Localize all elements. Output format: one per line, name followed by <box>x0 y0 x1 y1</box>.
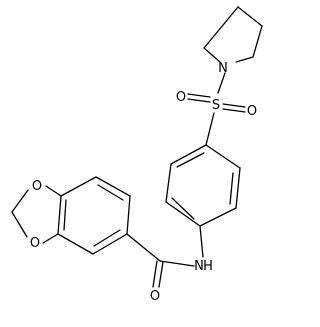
bond <box>203 47 221 63</box>
atom-s-sulfonyl: S <box>212 98 220 113</box>
bond <box>217 72 226 94</box>
bond <box>63 199 67 231</box>
bond <box>199 207 237 227</box>
atom-h-amide: H <box>203 259 213 274</box>
bond <box>159 260 195 267</box>
bond <box>158 261 164 288</box>
bond <box>176 152 205 168</box>
bond <box>237 6 263 27</box>
bond <box>152 260 158 288</box>
bond <box>60 176 97 197</box>
atom-labels: N S O O N H O O O <box>30 61 257 304</box>
atom-o-carbonyl: O <box>150 289 160 304</box>
bond <box>45 185 62 197</box>
bond <box>205 112 215 146</box>
bond <box>222 108 246 113</box>
bonds <box>11 6 263 288</box>
bond <box>187 98 211 103</box>
bond <box>187 93 211 98</box>
bond <box>93 229 121 247</box>
bond <box>170 144 207 165</box>
bond <box>95 176 131 197</box>
bond <box>222 103 246 108</box>
bond <box>199 225 204 258</box>
bond <box>235 56 254 63</box>
bond <box>57 233 94 255</box>
bond <box>252 25 263 58</box>
bond <box>11 189 29 213</box>
bond <box>203 6 239 49</box>
bond <box>205 144 241 169</box>
molecule-drawing: N S O O N H O O O <box>11 6 263 304</box>
bond <box>235 167 241 209</box>
bond <box>171 197 195 220</box>
atom-o-sulfonyl-right: O <box>247 104 257 119</box>
atom-n-amide: N <box>194 259 204 274</box>
bond <box>126 233 161 262</box>
bond <box>165 163 172 203</box>
atom-o-sulfonyl-left: O <box>176 90 186 105</box>
bond <box>126 195 131 235</box>
atom-o-dioxole-top: O <box>32 179 42 194</box>
bond <box>229 172 234 205</box>
atom-n-pyrrolidine: N <box>218 61 228 76</box>
bond <box>92 233 128 255</box>
bond <box>97 184 124 201</box>
bond <box>57 195 62 235</box>
bond <box>42 233 59 244</box>
bond <box>165 201 201 227</box>
atom-o-dioxole-bottom: O <box>30 236 40 251</box>
structure-diagram: N S O O N H O O O <box>11 6 263 304</box>
bond <box>11 211 28 238</box>
